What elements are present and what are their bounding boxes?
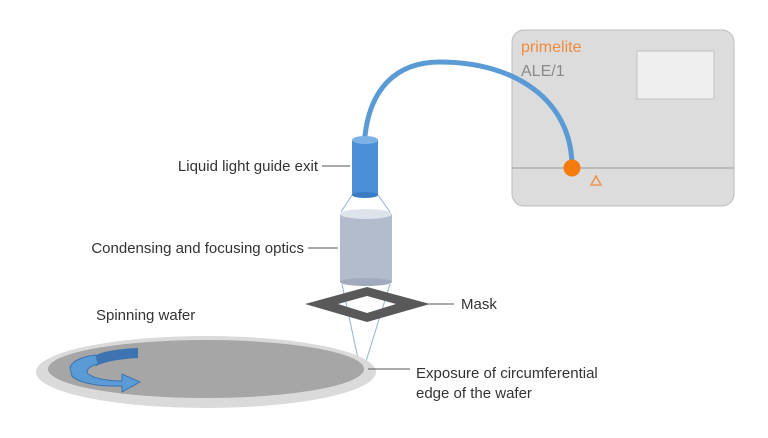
arrow-back [92,348,138,366]
light-guide-body [352,140,378,195]
device-model: ALE/1 [521,63,565,80]
focusing-optics [340,209,392,286]
optics-top [340,209,392,219]
mask [305,287,430,322]
light-source-device: primelite ALE/1 [511,29,735,207]
light-guide-bottom [352,192,378,198]
warning-triangle-icon [589,174,603,186]
spinning-arrow [69,348,142,393]
label-exposure-line1: Exposure of circumferential [416,365,598,382]
light-beam [377,194,391,213]
wafer-surface [48,340,364,398]
label-exposure-line2: edge of the wafer [416,385,532,402]
light-beam [340,194,353,213]
light-guide-cable [362,59,575,170]
device-brand: primelite [521,39,582,56]
light-guide-exit [352,136,378,198]
arrow-front [69,354,142,393]
label-mask: Mask [461,296,497,313]
output-port [563,159,581,177]
optics-bottom [340,278,392,286]
light-guide-top [352,136,378,144]
label-optics: Condensing and focusing optics [91,240,304,257]
optics-body [340,214,392,282]
label-light-guide-exit: Liquid light guide exit [178,158,319,175]
device-display [636,50,715,100]
label-spinning-wafer: Spinning wafer [96,307,195,324]
